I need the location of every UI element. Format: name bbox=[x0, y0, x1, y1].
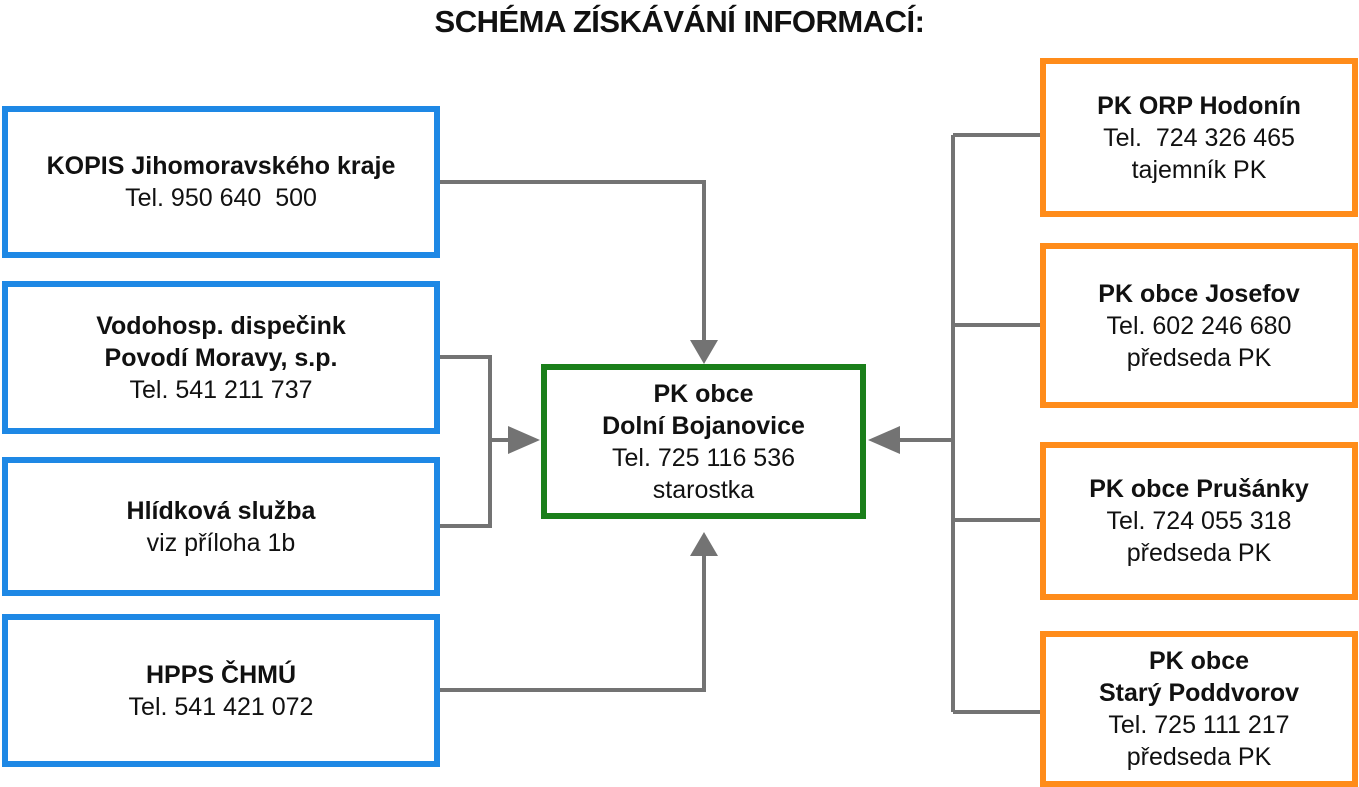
source-phone: Tel. 541 421 072 bbox=[128, 692, 314, 721]
source-name: Vodohosp. dispečink bbox=[96, 311, 346, 340]
source-phone: Tel. 950 640 500 bbox=[125, 184, 317, 212]
commission-role: předseda PK bbox=[1126, 539, 1272, 567]
commission-phone: Tel. 724 055 318 bbox=[1106, 507, 1292, 535]
commission-role: předseda PK bbox=[1126, 743, 1272, 771]
commission-role: předseda PK bbox=[1126, 343, 1272, 372]
source-name: KOPIS Jihomoravského kraje bbox=[46, 152, 396, 180]
diagram-title: SCHÉMA ZÍSKÁVÁNÍ INFORMACÍ: bbox=[434, 4, 925, 39]
commission-phone: Tel. 725 111 217 bbox=[1108, 711, 1290, 739]
commission-role: tajemník PK bbox=[1131, 155, 1267, 184]
commission-box-stary-poddvorov: PK obce Starý Poddvorov Tel. 725 111 217… bbox=[1040, 631, 1358, 787]
center-box-dolni-bojanovice: PK obce Dolní Bojanovice Tel. 725 116 53… bbox=[541, 364, 866, 519]
source-box-hpps: HPPS ČHMÚ Tel. 541 421 072 bbox=[2, 614, 440, 767]
source-phone: Tel. 541 211 737 bbox=[129, 375, 313, 404]
connector-kopis bbox=[440, 180, 706, 344]
connector-hpps bbox=[440, 552, 706, 692]
commission-phone: Tel. 602 246 680 bbox=[1106, 311, 1292, 340]
commission-name: PK obce bbox=[1148, 647, 1250, 675]
commission-name-line2: Starý Poddvorov bbox=[1098, 679, 1300, 707]
source-name: Hlídková služba bbox=[126, 496, 316, 525]
commission-box-orp-hodonin: PK ORP Hodonín Tel. 724 326 465 tajemník… bbox=[1040, 58, 1358, 217]
commission-name: PK obce Josefov bbox=[1098, 279, 1300, 308]
source-box-hlidkova: Hlídková služba viz příloha 1b bbox=[2, 457, 440, 596]
commission-name: PK obce Prušánky bbox=[1089, 475, 1309, 503]
center-name-line2: Dolní Bojanovice bbox=[602, 411, 805, 440]
commission-box-prusanky: PK obce Prušánky Tel. 724 055 318 předse… bbox=[1040, 442, 1358, 600]
arrowhead-bottom bbox=[690, 532, 718, 556]
source-name: HPPS ČHMÚ bbox=[145, 660, 296, 689]
center-role: starostka bbox=[652, 475, 755, 504]
commission-name: PK ORP Hodonín bbox=[1097, 91, 1301, 120]
commission-box-josefov: PK obce Josefov Tel. 602 246 680 předsed… bbox=[1040, 243, 1358, 408]
commission-phone: Tel. 724 326 465 bbox=[1103, 123, 1295, 152]
arrowhead-left bbox=[508, 426, 540, 454]
source-note: viz příloha 1b bbox=[146, 528, 296, 557]
arrowhead-right bbox=[868, 426, 900, 454]
source-box-kopis: KOPIS Jihomoravského kraje Tel. 950 640 … bbox=[2, 106, 440, 258]
source-name-line2: Povodí Moravy, s.p. bbox=[104, 343, 338, 372]
arrowhead-top bbox=[690, 340, 718, 364]
center-name: PK obce bbox=[653, 379, 754, 408]
source-box-vodohosp: Vodohosp. dispečink Povodí Moravy, s.p. … bbox=[2, 281, 440, 434]
connector-vodohosp bbox=[440, 355, 492, 528]
center-phone: Tel. 725 116 536 bbox=[611, 443, 796, 472]
